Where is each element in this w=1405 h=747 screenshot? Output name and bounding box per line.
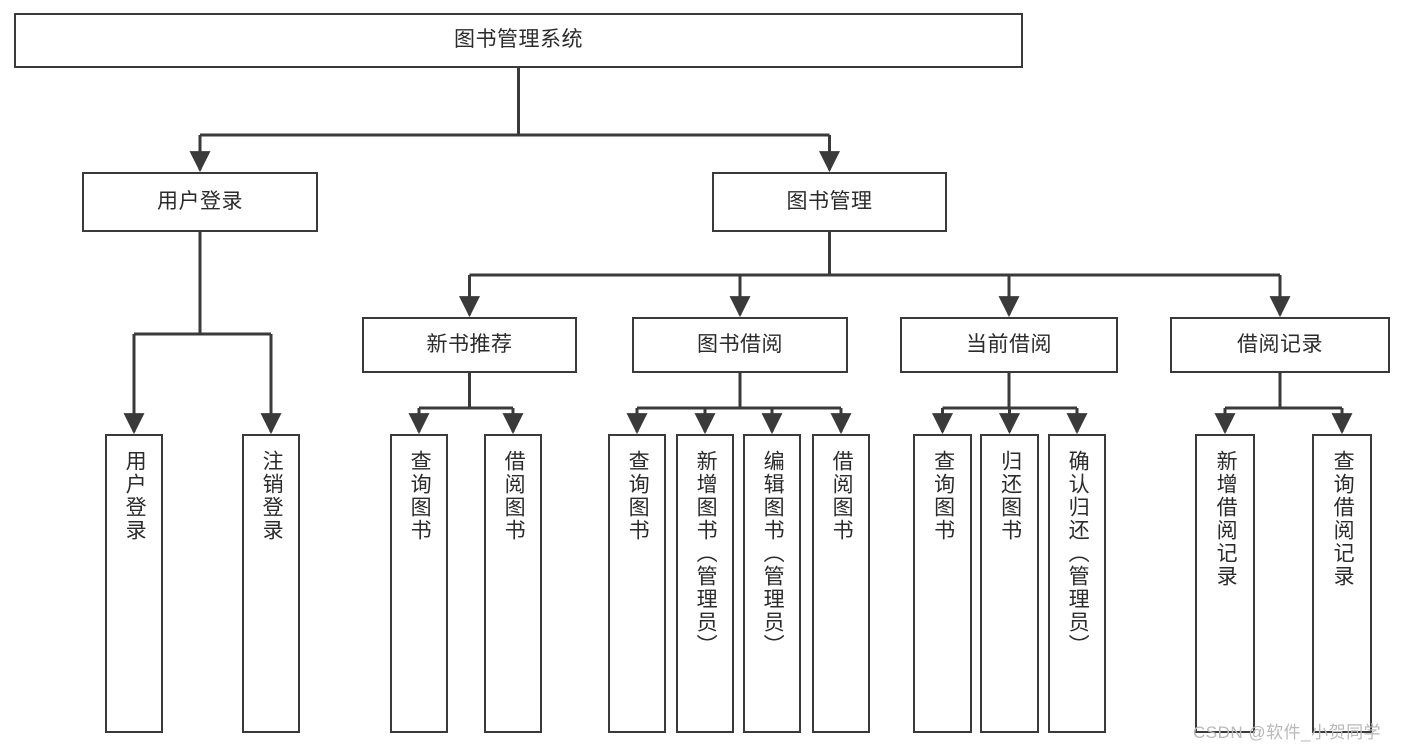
node-leaf-query-book-borrow-label: 查询图书	[626, 450, 650, 542]
node-leaf-query-borrow-record-label: 查询借阅记录	[1331, 450, 1355, 588]
node-user-login[interactable]: 用户登录	[82, 172, 318, 232]
node-leaf-logout-label: 注销登录	[260, 450, 284, 542]
node-leaf-logout[interactable]: 注销登录	[242, 434, 300, 733]
node-borrow-record[interactable]: 借阅记录	[1170, 317, 1390, 373]
node-new-book-recommend-label: 新书推荐	[426, 332, 513, 356]
node-leaf-add-borrow-record[interactable]: 新增借阅记录	[1195, 434, 1255, 733]
node-leaf-query-book-current[interactable]: 查询图书	[913, 434, 972, 733]
node-leaf-add-book-label: 新增图书（管理员）	[694, 450, 718, 657]
node-book-manage-label: 图书管理	[786, 189, 873, 213]
node-leaf-borrow-book-recommend[interactable]: 借阅图书	[484, 434, 542, 733]
node-leaf-borrow-book[interactable]: 借阅图书	[812, 434, 870, 733]
node-book-borrow-label: 图书借阅	[697, 332, 783, 356]
node-leaf-add-borrow-record-label: 新增借阅记录	[1214, 450, 1238, 588]
node-leaf-confirm-return[interactable]: 确认归还（管理员）	[1048, 434, 1106, 733]
node-leaf-edit-book[interactable]: 编辑图书（管理员）	[743, 434, 801, 733]
node-root-label: 图书管理系统	[454, 28, 583, 52]
node-leaf-query-borrow-record[interactable]: 查询借阅记录	[1312, 434, 1372, 733]
node-book-manage[interactable]: 图书管理	[712, 172, 947, 232]
node-current-borrow-label: 当前借阅	[966, 332, 1052, 356]
node-root[interactable]: 图书管理系统	[14, 13, 1023, 68]
node-leaf-user-login[interactable]: 用户登录	[105, 434, 163, 733]
node-current-borrow[interactable]: 当前借阅	[900, 317, 1118, 373]
node-leaf-return-book[interactable]: 归还图书	[980, 434, 1039, 733]
node-leaf-edit-book-label: 编辑图书（管理员）	[761, 450, 785, 657]
node-borrow-record-label: 借阅记录	[1237, 332, 1323, 356]
node-book-borrow[interactable]: 图书借阅	[632, 317, 848, 373]
node-leaf-query-book-current-label: 查询图书	[931, 450, 955, 542]
node-leaf-add-book[interactable]: 新增图书（管理员）	[676, 434, 734, 733]
node-leaf-confirm-return-label: 确认归还（管理员）	[1066, 450, 1090, 657]
node-leaf-borrow-book-label: 借阅图书	[830, 450, 854, 542]
node-leaf-query-book-recommend-label: 查询图书	[408, 450, 432, 542]
node-leaf-return-book-label: 归还图书	[998, 450, 1022, 542]
node-new-book-recommend[interactable]: 新书推荐	[362, 317, 577, 373]
node-leaf-query-book-recommend[interactable]: 查询图书	[390, 434, 448, 733]
node-user-login-label: 用户登录	[157, 189, 243, 213]
node-leaf-borrow-book-recommend-label: 借阅图书	[502, 450, 526, 542]
node-leaf-user-login-label: 用户登录	[123, 450, 147, 542]
node-leaf-query-book-borrow[interactable]: 查询图书	[608, 434, 666, 733]
